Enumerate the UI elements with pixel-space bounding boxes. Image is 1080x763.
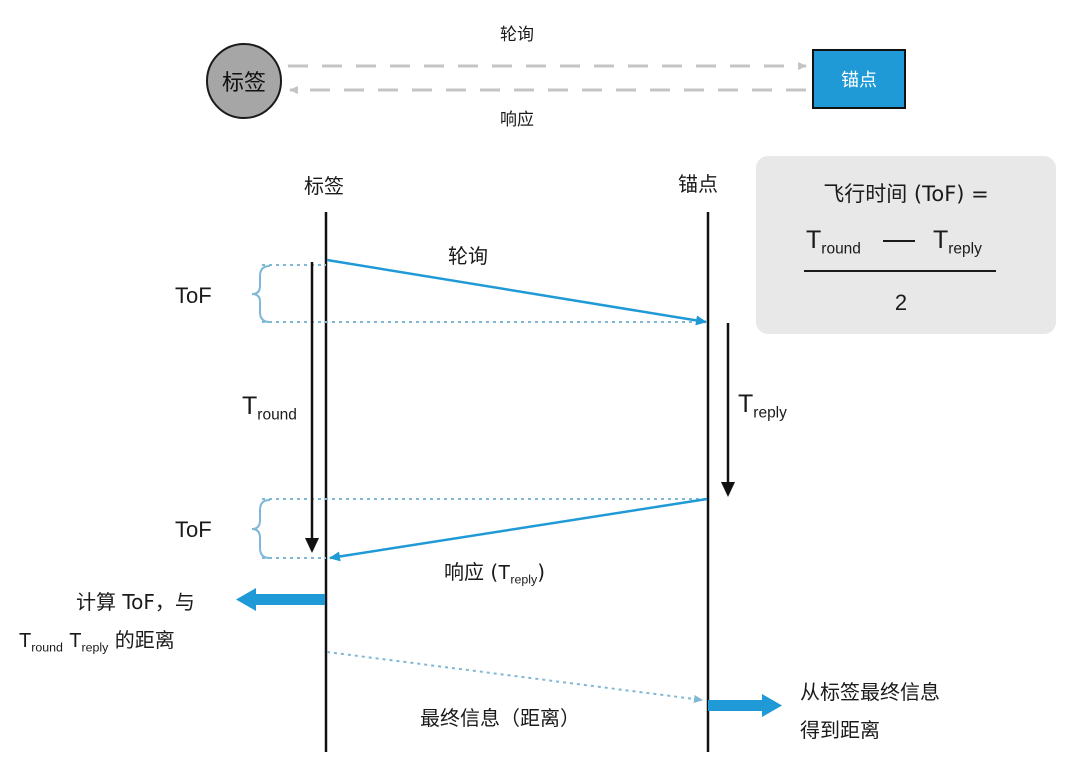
tof-formula-fraction-bar: [804, 270, 996, 272]
t-round-label: Tround: [242, 392, 297, 424]
top-poll-label: 轮询: [500, 25, 534, 45]
response-label-sub: reply: [510, 572, 538, 587]
top-response-label: 响应: [500, 110, 534, 130]
anchor-header: 锚点: [678, 172, 718, 196]
t-round-sub: round: [257, 406, 297, 424]
t-reply-arrowhead: [721, 482, 735, 497]
compute-t-round-main: T: [19, 630, 32, 652]
t-round-main: T: [242, 392, 258, 420]
t-round-arrowhead: [305, 538, 319, 553]
formula-minus: [882, 240, 915, 243]
anchor-node-label: 锚点: [841, 70, 877, 91]
response-arrow: [329, 497, 708, 562]
anchor-result-arrow-shaft: [708, 700, 764, 711]
tof-label-top: ToF: [175, 283, 212, 308]
t-reply-main: T: [738, 390, 754, 418]
anchor-result-arrow-head: [762, 694, 782, 717]
final-message-label: 最终信息（距离）: [420, 706, 580, 730]
compute-line-2: Tround Treply 的距离: [19, 624, 175, 655]
anchor-result-line-2: 得到距离: [800, 718, 880, 742]
tag-node-label: 标签: [221, 71, 266, 96]
t-reply-label: Treply: [738, 390, 787, 422]
final-message-arrow: [326, 651, 703, 703]
poll-label: 轮询: [448, 244, 488, 268]
tof-label-bottom: ToF: [175, 517, 212, 542]
compute-tail: 的距离: [114, 628, 175, 652]
t-reply-sub: reply: [753, 404, 787, 422]
tof-formula-denominator: 2: [894, 290, 908, 315]
tof-formula-heading: 飞行时间 (ToF) =: [823, 182, 989, 206]
formula-t-reply-sub: reply: [948, 240, 982, 258]
tag-node: 标签: [206, 43, 282, 119]
compute-t-round-sub: round: [31, 640, 63, 655]
compute-t-reply-sub: reply: [81, 640, 109, 655]
compute-arrow-head: [236, 588, 256, 611]
compute-t-reply-main: T: [69, 630, 82, 652]
anchor-result-line-1: 从标签最终信息: [800, 680, 940, 704]
response-label-t: T: [498, 562, 511, 584]
formula-t-round-sub: round: [821, 240, 861, 258]
compute-line-1: 计算 ToF，与: [76, 590, 195, 614]
response-label-text: 响应 (: [444, 560, 499, 584]
tof2-brace: [251, 499, 271, 559]
formula-t-reply-main: T: [932, 226, 949, 254]
response-label-close: ): [537, 560, 546, 584]
anchor-node: 锚点: [812, 49, 906, 109]
poll-arrow: [326, 258, 707, 326]
tof1-brace: [251, 265, 271, 323]
compute-arrow-shaft: [254, 594, 325, 605]
tag-header: 标签: [304, 174, 344, 198]
formula-t-round-main: T: [806, 226, 822, 254]
response-label: 响应 (Treply): [444, 556, 546, 587]
